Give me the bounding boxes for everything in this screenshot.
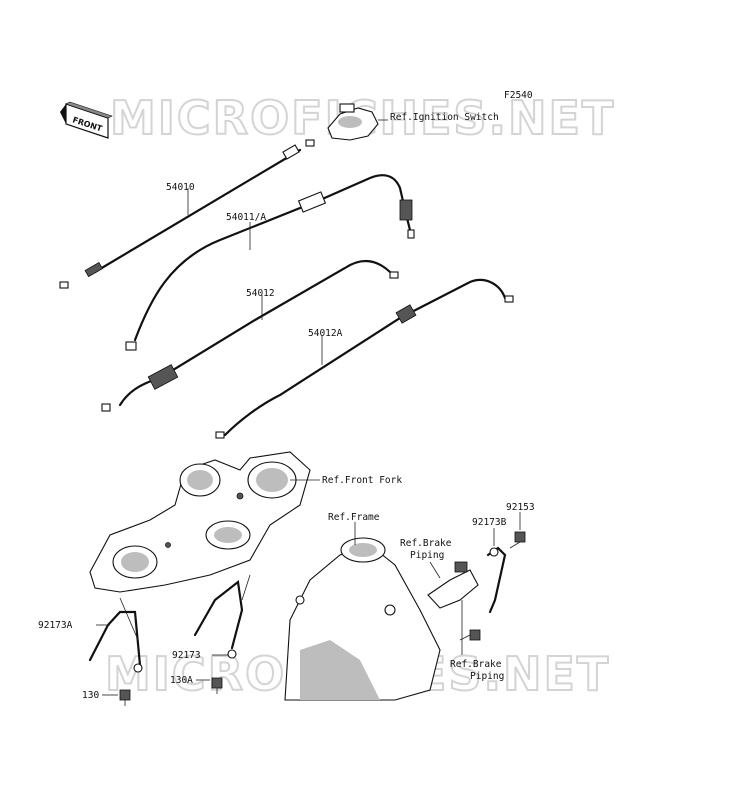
label-54012a: 54012A (308, 328, 343, 339)
diagram-code: F2540 (504, 90, 533, 101)
label-92173a: 92173A (38, 620, 73, 631)
label-92153: 92153 (506, 502, 535, 513)
label-ignition-switch: Ref.Ignition Switch (390, 112, 499, 123)
bracket-92173b (486, 546, 507, 614)
cable-54012a (215, 278, 514, 439)
guide-92173a (88, 610, 143, 673)
cable-54010 (59, 139, 315, 289)
frame-head (284, 537, 441, 701)
label-frame: Ref.Frame (328, 512, 380, 523)
label-130: 130 (82, 690, 99, 701)
label-54012: 54012 (246, 288, 275, 299)
label-brake-piping-1-l2: Piping (410, 550, 444, 561)
front-arrow-icon: FRONT (60, 101, 113, 139)
bolt-lower-right (459, 629, 481, 641)
ignition-switch-part (327, 103, 388, 141)
label-front-fork: Ref.Front Fork (322, 475, 402, 486)
cable-54011a (125, 174, 415, 351)
label-92173: 92173 (172, 650, 201, 661)
bolt-130a (211, 677, 223, 694)
bolt-130 (119, 689, 131, 706)
label-brake-piping-2-l1: Ref.Brake (450, 659, 502, 670)
label-54011a: 54011/A (226, 212, 266, 223)
label-130a: 130A (170, 675, 193, 686)
cable-54012 (101, 259, 399, 412)
label-54010: 54010 (166, 182, 195, 193)
brake-piping-bracket (427, 561, 479, 609)
bolt-92153 (509, 531, 526, 549)
label-brake-piping-1-l1: Ref.Brake (400, 538, 452, 549)
upper-triple-clamp (89, 451, 311, 593)
label-brake-piping-2-l2: Piping (470, 671, 504, 682)
guide-92173 (193, 579, 244, 659)
label-92173b: 92173B (472, 517, 507, 528)
